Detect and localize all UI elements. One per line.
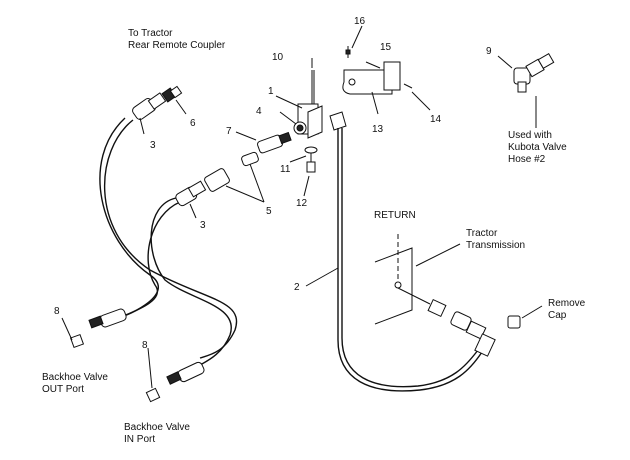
callout-15: 15 xyxy=(380,42,392,53)
callout-12: 12 xyxy=(296,198,308,209)
remove-cap-label-line1: Remove xyxy=(548,298,586,309)
transmission-plate xyxy=(374,234,431,325)
out-port-label-line1: Backhoe Valve xyxy=(42,372,108,383)
kubota-fitting xyxy=(513,52,555,93)
transmission-label-line2: Transmission xyxy=(466,240,525,251)
callout-14: 14 xyxy=(430,114,442,125)
coupler-fitting-middle xyxy=(175,168,230,207)
coupler-label-line2: Rear Remote Coupler xyxy=(128,40,226,51)
coupler-label-line1: To Tractor xyxy=(128,28,173,39)
callout-13: 13 xyxy=(372,124,384,135)
callout-16: 16 xyxy=(354,16,366,27)
callout-1: 1 xyxy=(268,86,274,97)
callout-8-upper: 8 xyxy=(54,306,60,317)
in-port-label-line2: IN Port xyxy=(124,434,155,445)
callout-7: 7 xyxy=(226,126,232,137)
hose-end-out-port xyxy=(69,308,127,349)
callout-3-upper: 3 xyxy=(150,140,156,151)
return-label: RETURN xyxy=(374,210,416,221)
callout-6: 6 xyxy=(190,118,196,129)
kubota-label-line2: Kubota Valve xyxy=(508,142,567,153)
hose-in-port xyxy=(111,197,232,366)
callout-5: 5 xyxy=(266,206,272,217)
kubota-label-line3: Hose #2 xyxy=(508,154,546,165)
callout-11: 11 xyxy=(280,164,291,175)
hose-end-in-port xyxy=(145,361,205,403)
out-port-label-line2: OUT Port xyxy=(42,384,84,395)
callout-2: 2 xyxy=(294,282,300,293)
leader-lines xyxy=(61,25,543,389)
hose-return xyxy=(337,128,483,392)
bracket-assembly xyxy=(241,70,347,173)
return-fittings xyxy=(427,298,521,357)
kubota-label-line1: Used with xyxy=(508,130,552,141)
remove-cap-label-line2: Cap xyxy=(548,310,567,321)
transmission-label-line1: Tractor xyxy=(466,228,498,239)
callout-4: 4 xyxy=(256,106,262,117)
callout-8-lower: 8 xyxy=(142,340,148,351)
callout-9: 9 xyxy=(486,46,492,57)
mount-bracket xyxy=(342,46,413,95)
callout-3-lower: 3 xyxy=(200,220,206,231)
coupler-fitting-upper xyxy=(132,85,183,120)
in-port-label-line1: Backhoe Valve xyxy=(124,422,190,433)
callout-10: 10 xyxy=(272,52,284,63)
